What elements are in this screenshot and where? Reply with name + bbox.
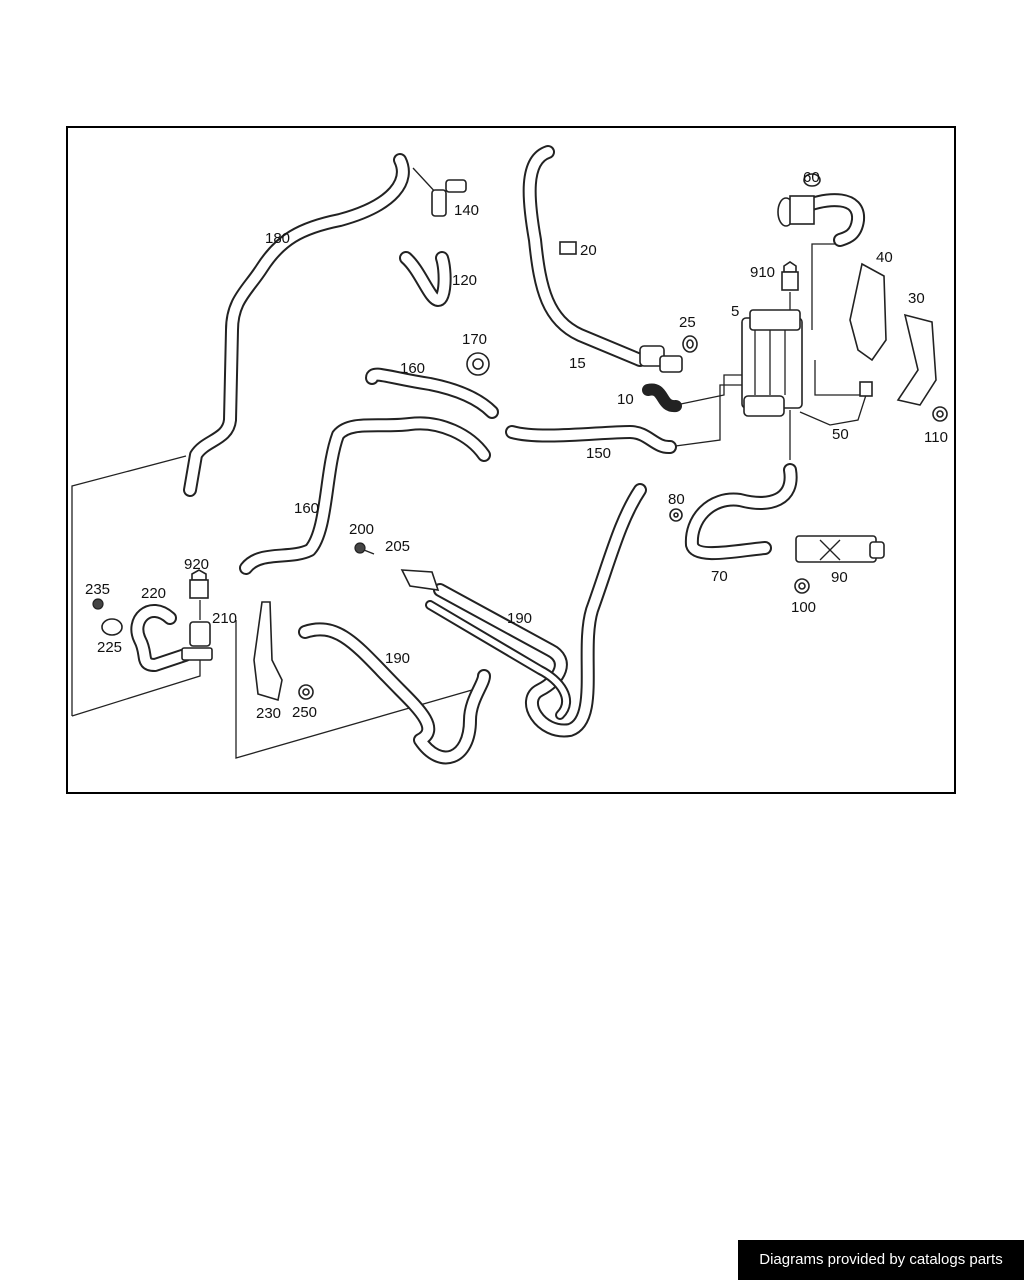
bracket-40 (849, 262, 887, 362)
callout-230: 230 (256, 705, 281, 722)
callout-220: 220 (141, 585, 166, 602)
pipe-60 (777, 173, 821, 227)
callout-10: 10 (617, 391, 634, 408)
bolt-235 (92, 598, 104, 610)
callout-80: 80 (668, 491, 685, 508)
callout-5: 5 (731, 303, 739, 320)
callout-190-lower: 190 (385, 650, 410, 667)
callout-110: 110 (924, 429, 948, 446)
connector-140 (431, 179, 467, 217)
clip-20 (559, 241, 577, 255)
callout-60: 60 (803, 169, 820, 186)
leader-lines (71, 167, 862, 759)
callout-15: 15 (569, 355, 586, 372)
callout-140: 140 (454, 202, 479, 219)
hose-190-lower (298, 622, 491, 765)
callout-20: 20 (580, 242, 597, 259)
callout-920: 920 (184, 556, 209, 573)
callout-120: 120 (452, 272, 477, 289)
credit-text: Diagrams provided by catalogs parts (759, 1251, 1003, 1268)
washer-80 (669, 508, 683, 522)
callout-160-lower: 160 (294, 500, 319, 517)
callout-160-upper: 160 (400, 360, 425, 377)
grommet-170 (466, 352, 490, 376)
callout-225: 225 (97, 639, 122, 656)
bolt-200 (354, 542, 375, 555)
nut-250 (298, 684, 314, 700)
valve-90 (795, 535, 885, 563)
callout-180: 180 (265, 230, 290, 247)
callout-205: 205 (385, 538, 410, 555)
nut-110 (932, 406, 948, 422)
sensor-50 (799, 381, 873, 426)
callout-190-upper: 190 (507, 610, 532, 627)
callout-25: 25 (679, 314, 696, 331)
clip-205 (400, 569, 440, 591)
callout-200: 200 (349, 521, 374, 538)
hoses (130, 145, 865, 765)
callout-170: 170 (462, 331, 487, 348)
callout-210: 210 (212, 610, 237, 627)
callout-100: 100 (791, 599, 816, 616)
valve-210 (181, 621, 213, 661)
callout-150: 150 (586, 445, 611, 462)
callout-70: 70 (711, 568, 728, 585)
callout-labels: 5 10 15 20 25 30 40 50 60 70 80 90 100 1… (85, 169, 948, 722)
bracket-30 (896, 313, 937, 406)
callout-50: 50 (832, 426, 849, 443)
callout-40: 40 (876, 249, 893, 266)
parts-diagram-frame (66, 126, 956, 794)
connector-920 (189, 569, 209, 599)
nut-100 (794, 578, 810, 594)
heater-unit-5 (741, 309, 803, 417)
components (92, 173, 948, 702)
callout-250: 250 (292, 704, 317, 721)
callout-30: 30 (908, 290, 925, 307)
clamp-225 (101, 618, 123, 636)
credit-badge: Diagrams provided by catalogs parts (738, 1240, 1024, 1280)
elbow-10 (642, 383, 682, 412)
connector-910 (781, 261, 799, 291)
fitting-15 (639, 345, 683, 373)
seal-25 (682, 335, 698, 353)
bracket-230 (253, 601, 283, 702)
callout-235: 235 (85, 581, 110, 598)
callout-90: 90 (831, 569, 848, 586)
callout-910: 910 (750, 264, 775, 281)
